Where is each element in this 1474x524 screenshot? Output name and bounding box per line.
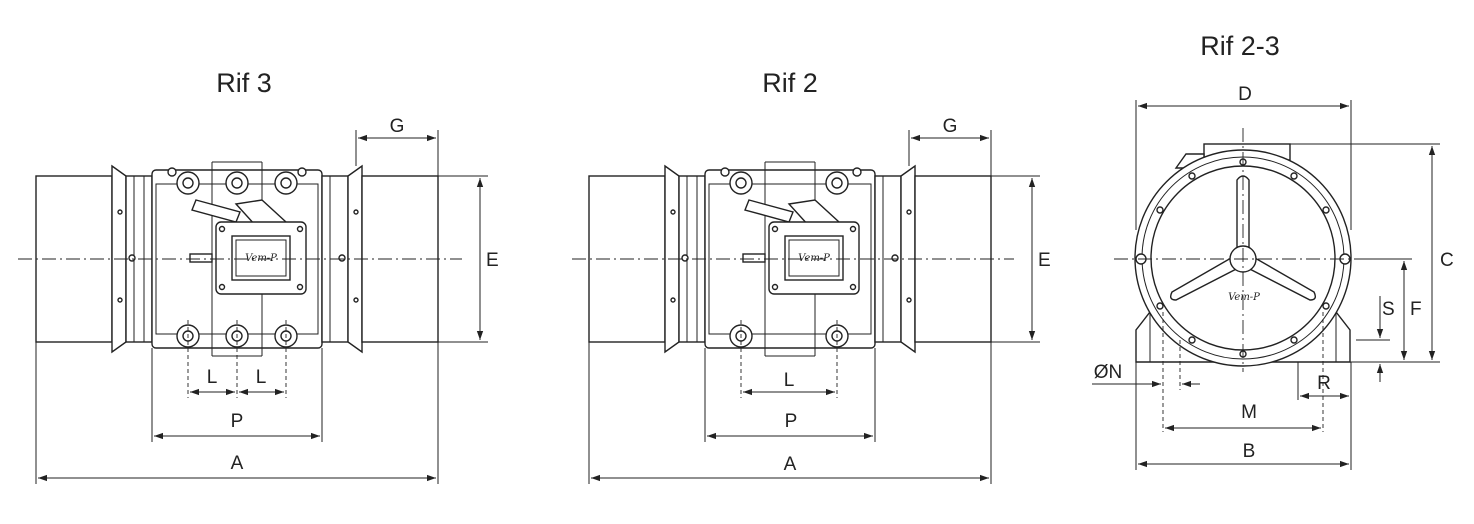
dim-label-l: L <box>784 370 795 391</box>
view-rif-3: Rif 3 <box>18 68 499 484</box>
dim-label-p: P <box>231 411 244 432</box>
dim-label-g: G <box>943 116 958 137</box>
dim-label-c: C <box>1440 250 1454 271</box>
dim-label-b: B <box>1243 441 1256 462</box>
dim-label-d: D <box>1238 84 1252 105</box>
right-end-cover <box>361 175 439 343</box>
dim-label-l: L <box>256 367 267 388</box>
view-title: Rif 2 <box>762 68 818 98</box>
view-rif-2: Rif 2 Vem-P <box>572 68 1051 484</box>
dim-label-m: M <box>1241 402 1257 423</box>
brand-logo: Vem-P <box>245 253 277 264</box>
dim-label-f: F <box>1410 299 1422 320</box>
brand-logo: Vem-P <box>1228 292 1260 303</box>
dim-label-p: P <box>785 411 798 432</box>
dim-label-e: E <box>1038 250 1051 271</box>
view-title: Rif 2-3 <box>1200 31 1280 61</box>
view-title: Rif 3 <box>216 68 272 98</box>
dim-label-a: A <box>784 454 797 475</box>
dim-label-l: L <box>207 367 218 388</box>
view-rif-2-3: Rif 2-3 Vem-P <box>1092 31 1454 470</box>
dim-label-a: A <box>231 453 244 474</box>
dim-label-s: S <box>1382 299 1395 320</box>
dim-label-r: R <box>1317 373 1331 394</box>
dim-label-n: ØN <box>1094 362 1123 383</box>
dim-label-g: G <box>390 116 405 137</box>
dim-label-e: E <box>486 250 499 271</box>
brand-logo: Vem-P <box>798 253 830 264</box>
